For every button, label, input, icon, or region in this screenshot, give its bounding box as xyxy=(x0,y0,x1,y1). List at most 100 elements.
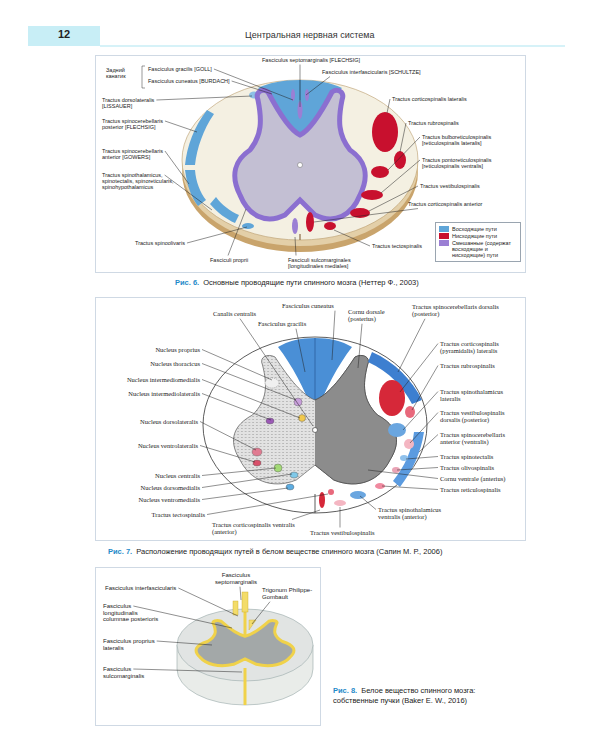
leader-line xyxy=(368,470,438,479)
nucleus xyxy=(252,448,262,456)
nucleus xyxy=(266,418,274,424)
descending-tract xyxy=(361,190,383,200)
leader-line xyxy=(202,364,296,401)
caption: Рис. 7.Расположение проводящих путей в б… xyxy=(108,547,548,557)
tract-region xyxy=(315,352,424,513)
gray-matter xyxy=(233,355,396,483)
structure-label: Fasciculus septomarginalis xyxy=(205,572,267,585)
proper-fasciculus xyxy=(249,620,256,630)
leader-line xyxy=(202,394,271,421)
nucleus xyxy=(290,472,298,478)
leader-line xyxy=(214,69,293,100)
structure-label: Tractus rubrospinalis xyxy=(440,362,522,369)
leader-line xyxy=(412,366,438,411)
structure-label: Nucleus intermediolateralis xyxy=(100,390,200,397)
figure-number: Рис. 8. xyxy=(333,686,357,695)
leader-line xyxy=(207,494,328,515)
leader-line xyxy=(400,344,438,393)
proper-fasciculus xyxy=(244,611,247,637)
legend-swatch xyxy=(439,240,449,246)
ascending-tract xyxy=(185,110,214,165)
bracket xyxy=(142,66,145,88)
structure-label: Trigonum Philippe-Gombault xyxy=(262,587,318,600)
ascending-tract xyxy=(185,170,206,206)
descending-tract xyxy=(371,166,389,178)
leader-line xyxy=(202,474,292,488)
structure-label: Tractus corticospinalis (pyramidalis) la… xyxy=(440,340,522,354)
leader-line xyxy=(133,669,242,672)
structure-label: Fasciculus interfascicularis [SCHULTZE] xyxy=(322,69,421,75)
leader-line xyxy=(295,237,296,256)
structure-label: Tractus spinoolivaris xyxy=(135,240,185,246)
structure-label: Tractus rubrospinalis xyxy=(408,120,459,126)
structure-label: Tractus bulboreticulospinalis [reticulos… xyxy=(422,134,512,146)
leader-line xyxy=(296,329,305,372)
leader-line xyxy=(300,65,301,107)
tract-region xyxy=(393,432,424,487)
structure-label: Tractus vestibulospinalis xyxy=(310,529,375,536)
structure-label: Tractus vestibulospinalis xyxy=(420,183,480,189)
leader-line xyxy=(156,96,252,100)
leader-line xyxy=(133,65,438,672)
structure-label: Nucleus intermediomedialis xyxy=(100,376,200,383)
structure-label: Tractus spinocerebellaris posterior [FLE… xyxy=(102,118,178,130)
proper-fasciculus xyxy=(233,592,256,705)
proper-fasciculus xyxy=(244,668,247,681)
structure-label: Nucleus proprius xyxy=(100,346,200,353)
structure-label: Nucleus ventrolateralis xyxy=(98,442,198,449)
leader-line xyxy=(292,510,320,520)
leader-line xyxy=(157,641,212,645)
tract-region xyxy=(379,380,405,416)
structure-label: Tractus spinocerebellaris anterior (vent… xyxy=(440,431,522,445)
ascending-tract xyxy=(210,197,239,223)
structure-label: Fasciculus interfascicularis xyxy=(105,585,176,592)
figure-frame xyxy=(96,568,321,726)
legend-row: Нисходящие пути xyxy=(439,233,517,239)
leader-line xyxy=(419,435,438,453)
gray-matter xyxy=(233,355,396,483)
structure-label: Cornu dorsale (posterius) xyxy=(348,308,403,322)
nucleus xyxy=(253,460,261,466)
structure-label: Fasciculus sulcomarginalis xyxy=(103,666,165,679)
descending-tract xyxy=(350,208,370,218)
cord-detail xyxy=(298,163,303,168)
figure-frame xyxy=(96,56,526,273)
structure-label: Tractus spinothalamicus ventralis (anter… xyxy=(378,506,450,520)
descending-tract xyxy=(306,112,406,232)
legend-row: Восходящие пути xyxy=(439,226,517,232)
structure-label: Fasciculus cuneatus [BURDACH] xyxy=(148,78,230,84)
proper-fasciculus xyxy=(242,592,248,612)
leader-line xyxy=(397,468,438,471)
structure-label: Fasciculi proprii xyxy=(210,257,248,263)
tract-region xyxy=(334,500,346,506)
spinal-cord-slice xyxy=(177,609,313,705)
leader-line xyxy=(232,81,272,94)
leader-line xyxy=(400,123,406,152)
leader-line xyxy=(332,311,335,360)
gray-matter xyxy=(235,90,365,218)
structure-label: Fasciculi sulcomarginales [longitudinale… xyxy=(288,257,376,269)
structure-label: Nucleus centralis xyxy=(100,472,200,479)
caption: Рис. 6.Основные проводящие пути спинного… xyxy=(175,278,575,288)
group-label: Задний канатик xyxy=(106,67,140,79)
descending-tract xyxy=(372,112,398,152)
nucleus xyxy=(252,378,306,490)
leader-line xyxy=(202,488,288,500)
structure-label: Tractus dorsolateralis [LISSAUER] xyxy=(102,97,178,109)
figure-frame xyxy=(96,298,526,541)
structure-label: Nucleus thoracicus xyxy=(100,360,200,367)
tract-region xyxy=(328,489,334,495)
structure-label: Nucleus dorsolateralis xyxy=(98,418,198,425)
legend-row: Смешанные (содержат восходящие и нисходя… xyxy=(439,240,517,258)
structure-label: Fasciculus longitudinalis columnae poste… xyxy=(103,603,165,623)
structure-label: Tractus spinocerebellaris anterior [GOWE… xyxy=(102,148,178,160)
structure-label: Fasciculus cuneatus xyxy=(282,302,334,309)
leader-line xyxy=(388,137,420,170)
proper-fasciculus xyxy=(233,601,238,615)
page-number: 12 xyxy=(58,28,70,40)
structure-label: Tractus spinotectalis xyxy=(440,453,522,460)
structure-label: Fasciculus gracilis xyxy=(258,320,306,327)
running-head: Центральная нервная система xyxy=(245,31,374,41)
leader-line xyxy=(306,77,330,95)
bracket xyxy=(142,66,145,88)
